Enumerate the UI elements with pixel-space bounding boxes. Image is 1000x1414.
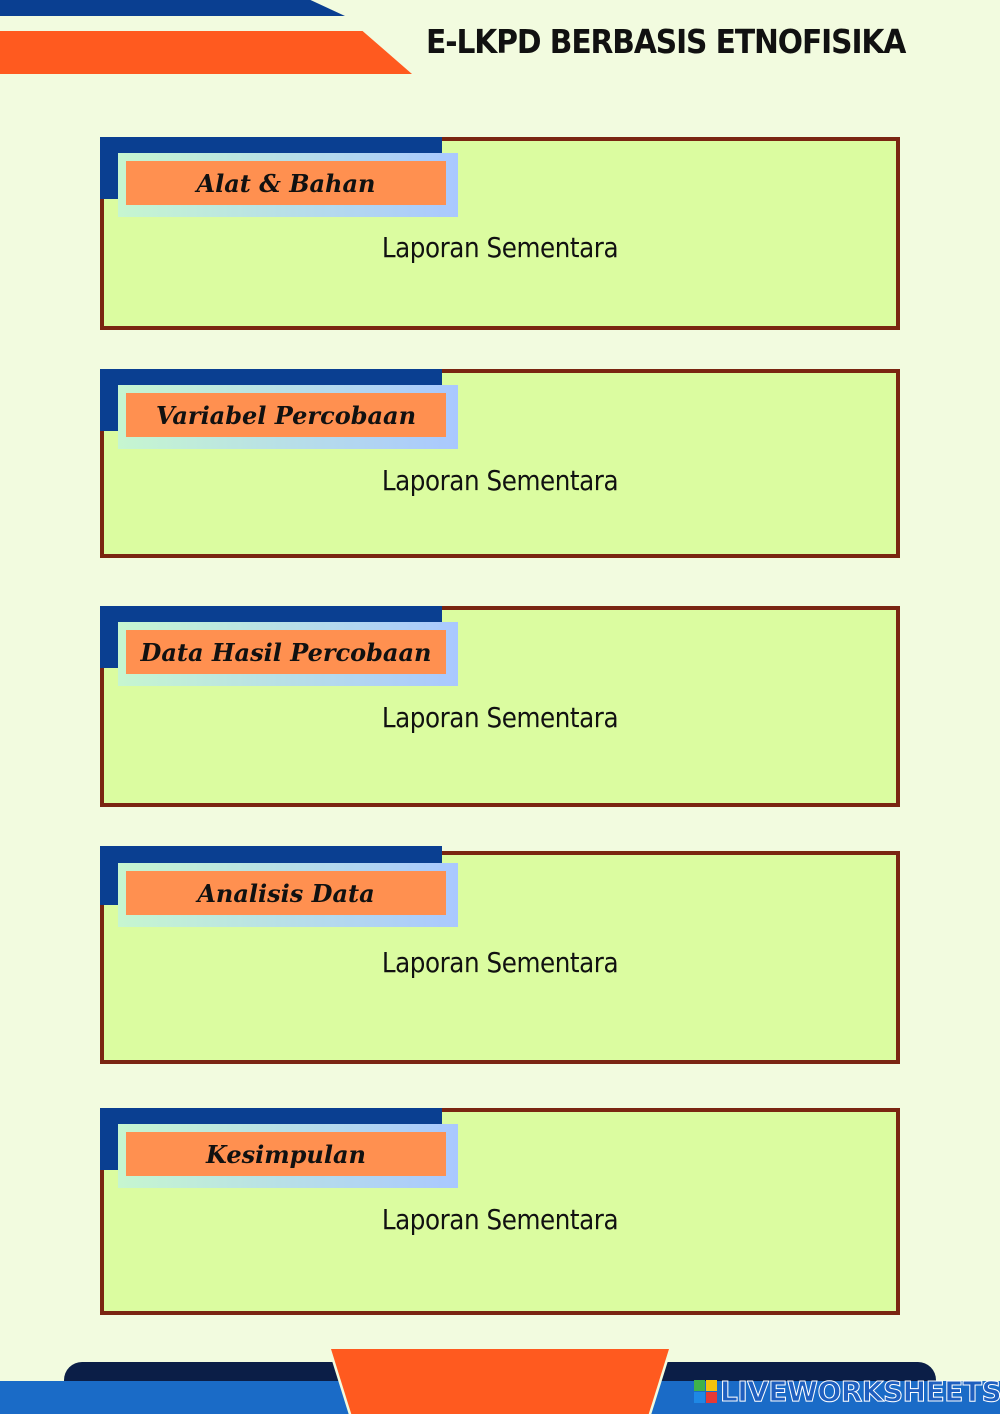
page-title: E-LKPD BERBASIS ETNOFISIKA xyxy=(426,22,906,61)
bottom-orange-trapezoid xyxy=(331,1349,669,1414)
section-kesimpulan: Kesimpulan Laporan Sementara xyxy=(100,1108,900,1315)
section-alat-bahan: Alat & Bahan Laporan Sementara xyxy=(100,137,900,330)
section-heading: Analisis Data xyxy=(126,871,446,915)
section-data-hasil-percobaan: Data Hasil Percobaan Laporan Sementara xyxy=(100,606,900,807)
section-body-text: Laporan Sementara xyxy=(381,231,619,264)
section-body-text: Laporan Sementara xyxy=(381,701,619,734)
section-heading: Variabel Percobaan xyxy=(126,393,446,437)
section-analisis-data: Analisis Data Laporan Sementara xyxy=(100,846,900,1064)
section-variabel-percobaan: Variabel Percobaan Laporan Sementara xyxy=(100,369,900,558)
watermark-text: LIVEWORKSHEETS xyxy=(719,1374,1000,1408)
section-heading: Data Hasil Percobaan xyxy=(126,630,446,674)
top-blue-stripe xyxy=(0,0,345,16)
section-heading: Kesimpulan xyxy=(126,1132,446,1176)
liveworksheets-logo-icon xyxy=(694,1379,717,1403)
section-body-text: Laporan Sementara xyxy=(381,1203,619,1236)
liveworksheets-watermark[interactable]: LIVEWORKSHEETS xyxy=(694,1374,1000,1408)
section-body-text: Laporan Sementara xyxy=(381,464,619,497)
top-orange-stripe xyxy=(0,31,412,74)
section-heading: Alat & Bahan xyxy=(126,161,446,205)
section-body-text: Laporan Sementara xyxy=(381,946,619,979)
